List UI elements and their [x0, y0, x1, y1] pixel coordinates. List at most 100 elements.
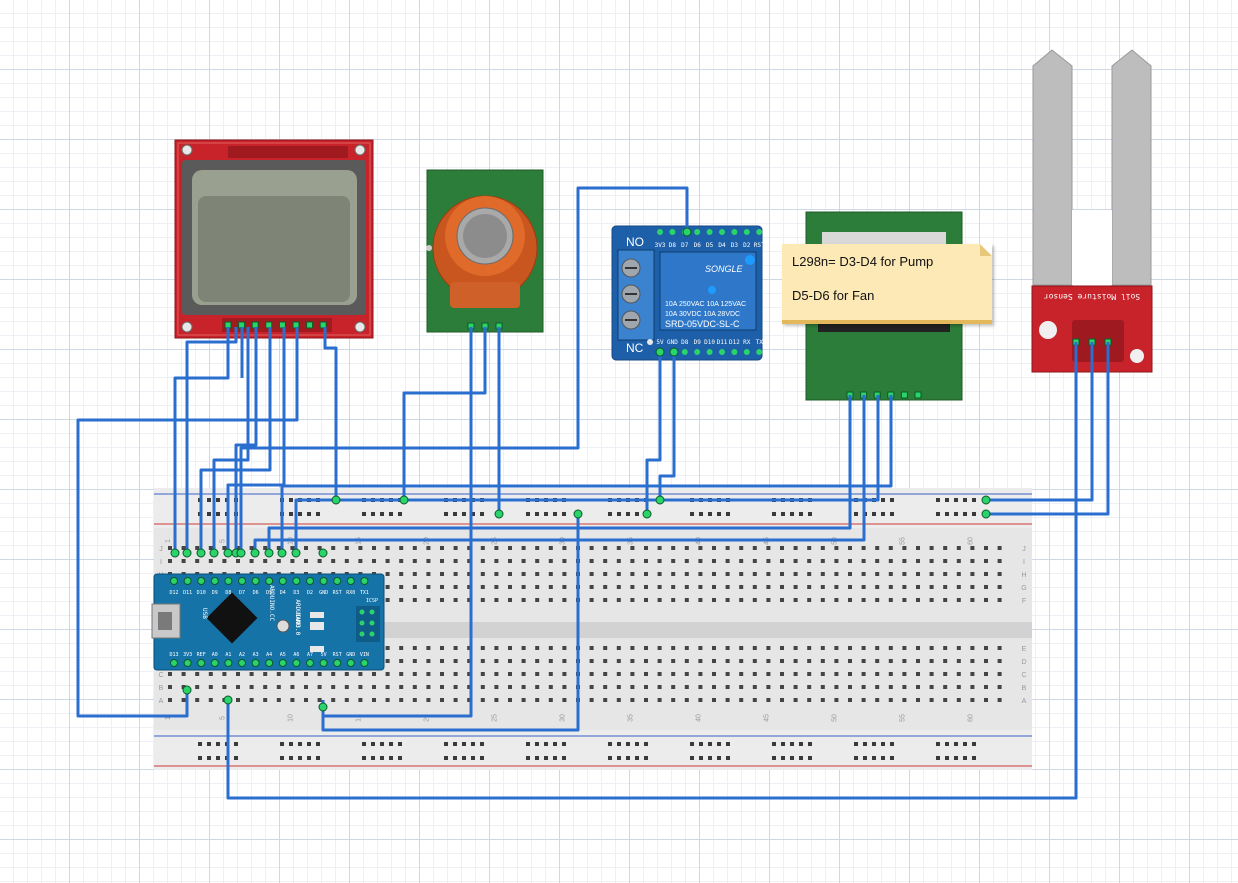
- bb-hole: [344, 546, 349, 550]
- nano-pin-label: D3: [293, 590, 299, 596]
- wire[interactable]: [280, 395, 893, 553]
- wire[interactable]: [173, 327, 230, 553]
- wire[interactable]: [212, 327, 250, 553]
- wire[interactable]: [76, 327, 299, 718]
- bb-hole: [198, 756, 202, 760]
- wire[interactable]: [294, 395, 880, 553]
- nano-pin: [170, 659, 178, 667]
- wire[interactable]: [267, 395, 852, 553]
- wire[interactable]: [234, 327, 258, 553]
- bb-hole: [616, 646, 621, 650]
- wire-end: [669, 347, 679, 357]
- bb-hole: [872, 512, 876, 516]
- wire-end: [291, 548, 301, 558]
- wire[interactable]: [323, 327, 338, 500]
- bb-hole: [168, 698, 172, 702]
- bb-hole: [589, 598, 594, 602]
- wire[interactable]: [321, 514, 580, 732]
- bb-hole: [997, 659, 1002, 663]
- bb-hole: [848, 598, 852, 602]
- wire[interactable]: [226, 327, 286, 553]
- bb-hole: [535, 512, 539, 516]
- bb-hole: [331, 546, 336, 550]
- bb-hole: [494, 659, 499, 663]
- bb-column-number: 10: [287, 714, 294, 722]
- bb-hole: [698, 546, 703, 550]
- nano-pin: [346, 577, 355, 585]
- bb-hole: [462, 742, 466, 746]
- bb-hole: [372, 546, 376, 550]
- bb-hole: [848, 559, 852, 563]
- wire[interactable]: [185, 327, 238, 553]
- bb-hole: [208, 685, 213, 689]
- bb-hole: [480, 685, 485, 689]
- bb-hole: [861, 646, 866, 650]
- bb-hole: [440, 646, 444, 650]
- bb-hole: [780, 598, 784, 602]
- bb-hole: [929, 646, 934, 650]
- bb-hole: [181, 672, 186, 676]
- nano-board-label: ARDUINO.CC: [268, 585, 275, 622]
- bb-hole: [699, 756, 703, 760]
- nano-pin: [251, 659, 260, 667]
- wire-end: [209, 548, 219, 558]
- bb-hole: [671, 572, 676, 576]
- relay-pin: [719, 229, 725, 235]
- bb-hole: [725, 572, 730, 576]
- bb-hole: [997, 585, 1002, 589]
- wire-end: [182, 548, 192, 558]
- bb-hole: [399, 598, 404, 602]
- wire[interactable]: [239, 186, 689, 553]
- wire[interactable]: [199, 327, 272, 553]
- wire[interactable]: [986, 342, 1110, 516]
- bb-hole: [412, 646, 417, 650]
- bb-hole: [440, 572, 444, 576]
- bb-hole: [671, 585, 676, 589]
- wire-end: [236, 548, 246, 558]
- bb-hole: [690, 512, 694, 516]
- wire-end: [981, 495, 991, 505]
- bb-hole: [890, 742, 894, 746]
- wire-end: [223, 695, 233, 705]
- bb-hole: [608, 742, 612, 746]
- bb-hole: [236, 672, 240, 676]
- bb-hole: [766, 659, 771, 663]
- bb-hole: [249, 559, 254, 563]
- bb-column-number: 5: [219, 716, 226, 720]
- bb-column-number: 60: [967, 537, 974, 545]
- bb-hole: [508, 559, 512, 563]
- bb-hole: [820, 559, 825, 563]
- bb-hole: [781, 512, 785, 516]
- bb-hole: [820, 659, 825, 663]
- wire[interactable]: [402, 327, 487, 500]
- wire[interactable]: [226, 342, 1078, 800]
- bb-hole: [453, 572, 458, 576]
- bb-hole: [462, 756, 466, 760]
- bb-hole: [793, 698, 798, 702]
- bb-hole: [589, 559, 594, 563]
- bb-hole: [635, 512, 639, 516]
- wire-end: [196, 548, 206, 558]
- bb-hole: [589, 659, 594, 663]
- bb-hole: [963, 512, 967, 516]
- nano-pin: [319, 577, 328, 585]
- bb-hole: [426, 572, 431, 576]
- wire[interactable]: [986, 342, 1094, 502]
- bb-hole: [207, 756, 211, 760]
- bb-row-letter: I: [1023, 559, 1025, 566]
- bb-hole: [881, 512, 885, 516]
- nano-board-label: ARDUINO: [294, 599, 301, 625]
- wire[interactable]: [253, 395, 866, 553]
- bb-hole: [902, 559, 907, 563]
- bb-hole: [589, 672, 594, 676]
- bb-hole: [861, 546, 866, 550]
- bb-hole: [888, 685, 893, 689]
- bb-hole: [385, 598, 390, 602]
- bb-hole: [875, 659, 880, 663]
- bb-hole: [195, 546, 200, 550]
- bb-row-letter: A: [1022, 698, 1027, 705]
- bb-hole: [929, 559, 934, 563]
- bb-hole: [548, 546, 553, 550]
- sticky-note[interactable]: L298n= D3-D4 for Pump D5-D6 for Fan: [782, 244, 992, 324]
- wire[interactable]: [658, 352, 676, 500]
